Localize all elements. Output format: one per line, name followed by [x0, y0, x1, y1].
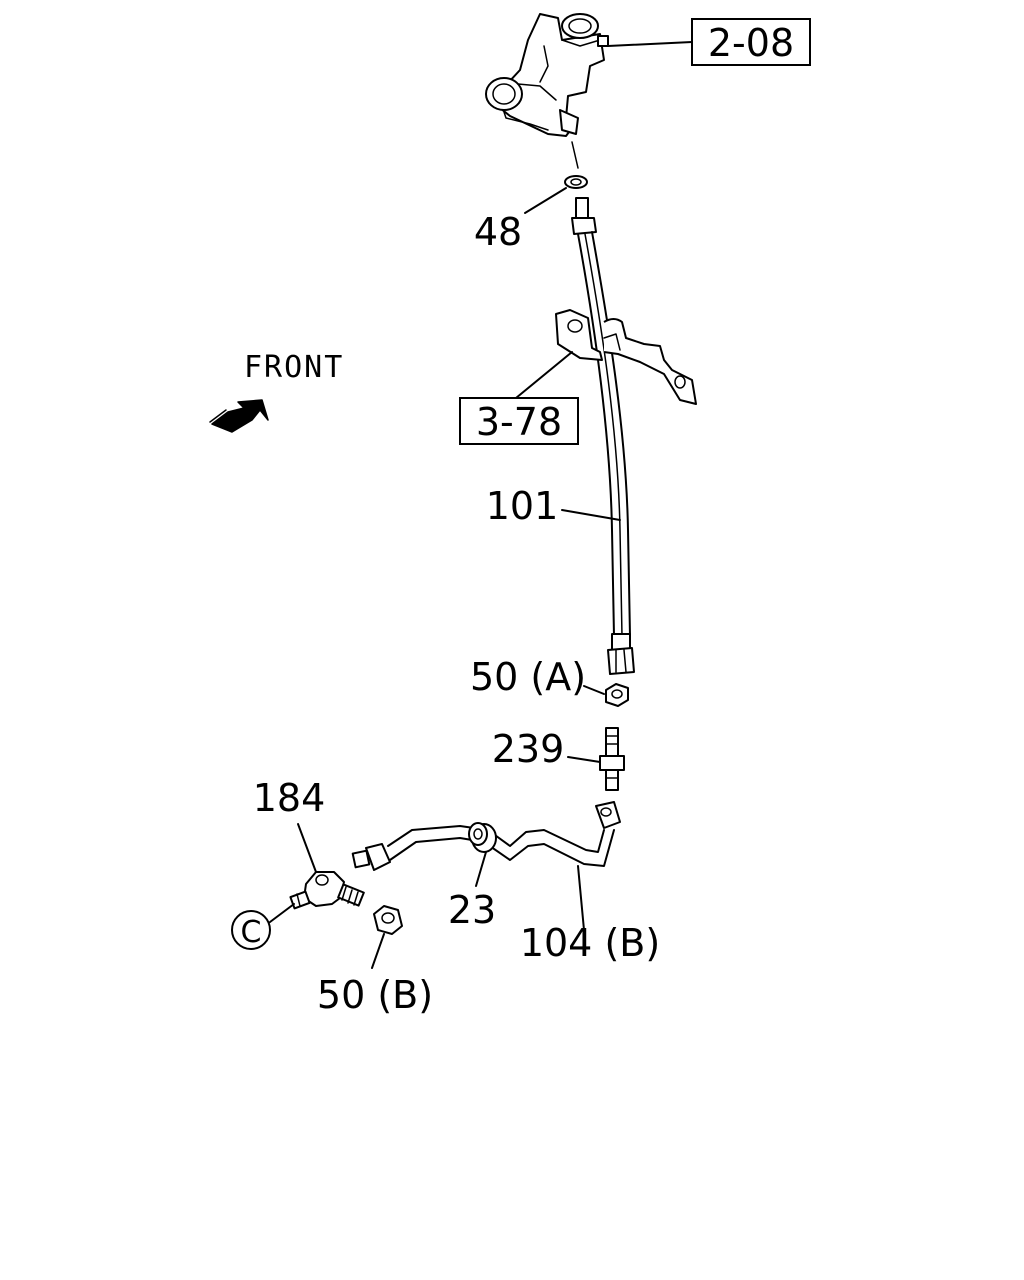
leader-50a — [583, 685, 605, 695]
leader-3-78 — [515, 351, 573, 399]
leader-2-08 — [607, 41, 693, 47]
front-label: FRONT — [244, 350, 344, 385]
label-101[interactable]: 101 — [486, 484, 559, 528]
leader-104b — [577, 865, 585, 931]
label-104b[interactable]: 104 (B) — [520, 921, 660, 965]
pipe-104b — [351, 801, 621, 871]
label-50a[interactable]: 50 (A) — [470, 655, 586, 699]
leader-callout-c — [269, 903, 295, 923]
valve-assembly — [485, 13, 609, 169]
leader-23 — [475, 851, 487, 887]
clip-23 — [468, 822, 497, 853]
joint-184 — [289, 871, 365, 910]
leader-50b — [371, 933, 385, 969]
label-48[interactable]: 48 — [474, 210, 522, 254]
label-50b[interactable]: 50 (B) — [317, 973, 433, 1017]
label-23[interactable]: 23 — [448, 888, 496, 932]
leader-184 — [297, 823, 317, 873]
hose-101 — [571, 197, 635, 675]
ref-box-2-08[interactable] — [691, 18, 811, 66]
union-239 — [599, 727, 625, 791]
ref-label-2-08[interactable]: 2-08 — [708, 21, 794, 65]
nut-50b — [373, 905, 403, 935]
label-239[interactable]: 239 — [492, 727, 565, 771]
leader-48 — [524, 187, 567, 214]
bracket-3-78 — [555, 309, 697, 405]
label-184[interactable]: 184 — [253, 776, 326, 820]
ref-label-3-78[interactable]: 3-78 — [476, 400, 562, 444]
ref-box-3-78[interactable] — [459, 397, 579, 445]
callout-c-circle[interactable] — [231, 910, 271, 950]
leader-239 — [567, 756, 601, 763]
front-arrow-icon — [209, 399, 269, 433]
nut-50a — [605, 683, 629, 707]
leader-101 — [561, 509, 621, 521]
washer-48 — [564, 175, 588, 189]
callout-c-label[interactable]: C — [241, 915, 262, 950]
